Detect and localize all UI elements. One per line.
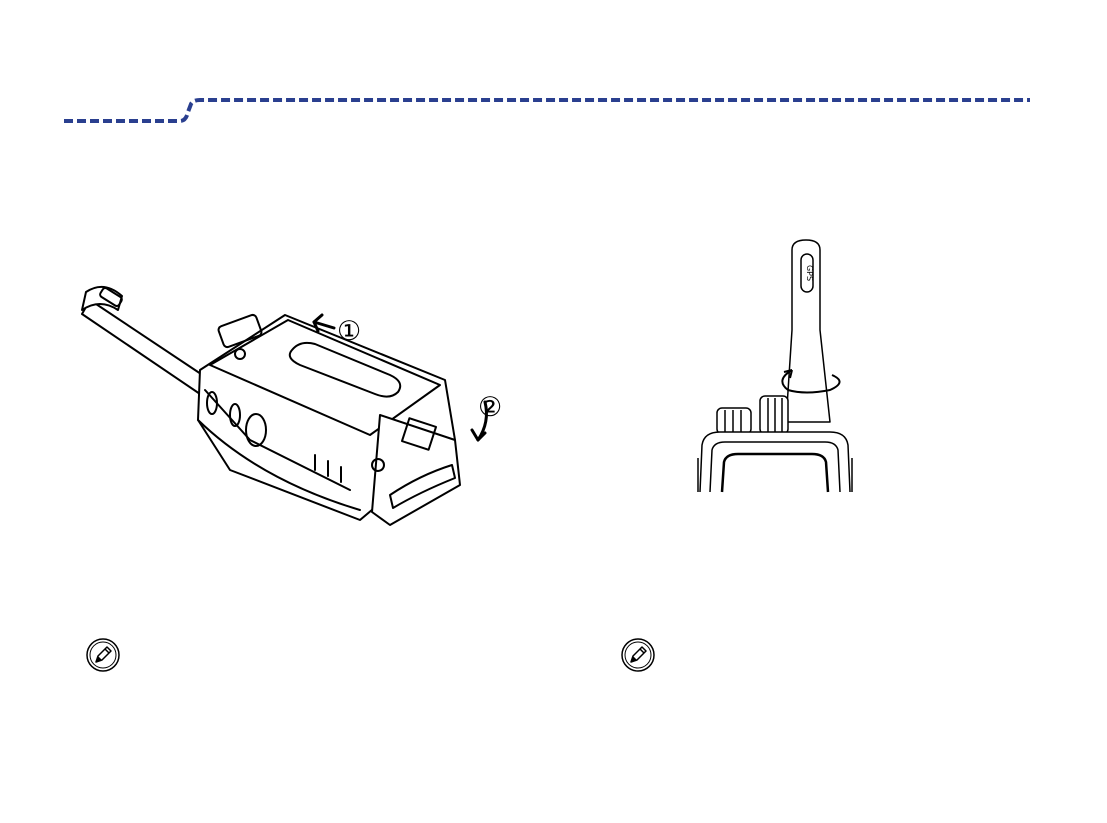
pencil-note-icon xyxy=(620,637,656,673)
antenna-shape: GPS xyxy=(786,240,830,422)
pencil-note-icon xyxy=(85,637,121,673)
radio-knobs xyxy=(717,396,788,434)
header-dashed-rule xyxy=(0,0,1107,140)
step-1-arrow xyxy=(314,315,334,331)
battery-install-illustration xyxy=(60,270,530,550)
antenna-gps-text: GPS xyxy=(805,265,814,281)
radio-top xyxy=(698,432,852,492)
antenna-shape xyxy=(82,287,210,394)
step-2-label: ② xyxy=(478,394,502,421)
step-1-label: ① xyxy=(337,318,361,345)
antenna-install-illustration: GPS xyxy=(680,230,880,500)
